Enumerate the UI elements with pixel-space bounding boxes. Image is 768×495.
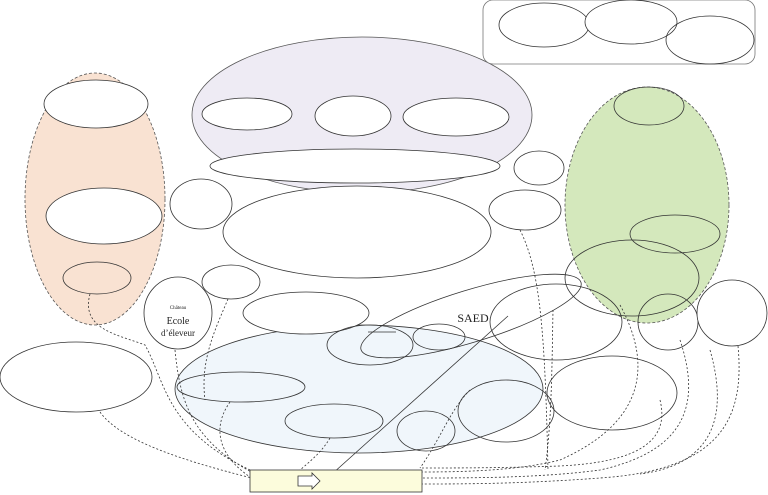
- green-group: [564, 86, 730, 324]
- large-center-ellipse: [222, 185, 492, 279]
- connector-solid: [331, 315, 509, 475]
- blue-ellipse-top: [326, 324, 414, 366]
- connector-small-circle: [203, 298, 229, 401]
- right-arrow-icon: [297, 472, 321, 490]
- green-ellipse-large: [564, 239, 700, 317]
- connector-green-1: [421, 304, 639, 473]
- saed-right-circle: [489, 283, 623, 361]
- blue-ellipse-center: [284, 403, 384, 439]
- green-ellipse-middle: [629, 214, 721, 254]
- frame-ellipse-2: [584, 0, 678, 45]
- label-saed: SAED: [457, 311, 489, 325]
- connector-orange: [88, 293, 251, 471]
- green-ellipse-top: [613, 86, 685, 126]
- connector-blue-right: [419, 389, 471, 469]
- left-big-ellipse: [0, 341, 153, 413]
- connector-blue-center: [297, 437, 331, 473]
- blue-ellipse-left: [176, 371, 306, 403]
- ecole-circle: [143, 276, 213, 350]
- blue-group: [174, 324, 544, 454]
- right-small-ellipse-2: [488, 189, 562, 231]
- connector-lower-right: [421, 399, 663, 469]
- connector-blue-left: [219, 401, 259, 483]
- purple-ellipse-1: [201, 97, 293, 131]
- connector-vertical: [544, 309, 554, 471]
- label-chateau: Château: [170, 306, 187, 311]
- label-ecole-line2: d’éleveur: [161, 328, 195, 338]
- frame-ellipse-3: [665, 15, 755, 65]
- connector-lines: [88, 229, 740, 485]
- saed-small-oval: [412, 323, 466, 351]
- purple-ellipse-3: [402, 97, 510, 137]
- saed-ellipse: [360, 273, 582, 359]
- orange-ellipse-middle: [45, 187, 163, 245]
- connector-extra: [639, 349, 718, 475]
- frame-ellipse-1: [498, 2, 590, 48]
- right-small-ellipse-1: [513, 150, 565, 186]
- legend-box: [249, 469, 423, 493]
- small-left-circle: [169, 178, 233, 230]
- right-circle-2: [696, 279, 768, 347]
- blue-ellipse-small: [396, 410, 456, 452]
- connector-green-2: [421, 339, 690, 479]
- label-ecole-line1: Ecole: [167, 316, 190, 327]
- orange-ellipse-top: [43, 79, 149, 129]
- blue-ellipse-right: [457, 379, 555, 443]
- center-oval: [242, 291, 370, 335]
- purple-ellipse-bottom: [209, 148, 501, 184]
- connector-left-ellipse: [99, 411, 253, 479]
- connector-ecole: [174, 349, 256, 475]
- connector-right-small: [519, 229, 549, 471]
- small-circle-below: [201, 264, 261, 300]
- orange-ellipse-bottom: [62, 261, 132, 295]
- purple-ellipse-2: [314, 95, 392, 137]
- lower-right-ellipse: [546, 355, 678, 431]
